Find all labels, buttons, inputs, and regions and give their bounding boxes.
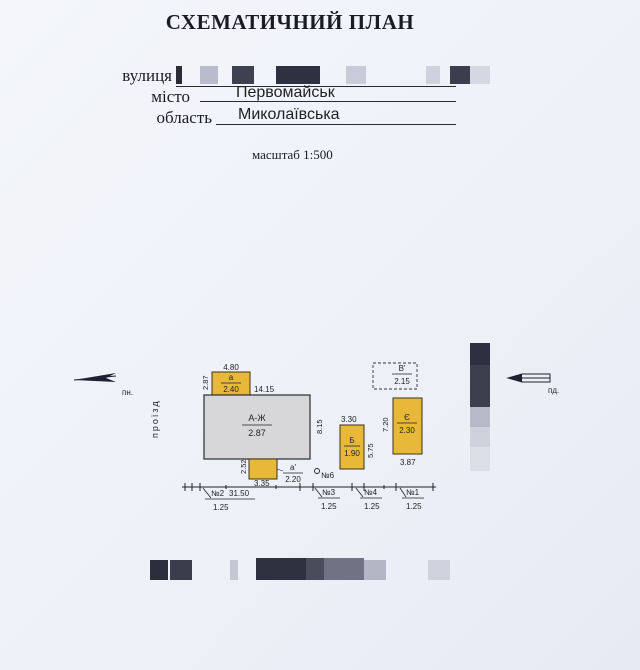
city-label: місто [151,87,190,106]
building-annex-code: а' [290,463,296,472]
svg-text:№6: №6 [321,471,335,480]
svg-text:А-Ж: А-Ж [248,413,266,423]
document-title: СХЕМАТИЧНИЙ ПЛАН [165,10,415,34]
svg-text:№3: №3 [322,488,336,497]
building-annex: 2.52 3.35 а' 2.20 [239,458,303,488]
svg-text:Є: Є [404,413,410,422]
svg-text:№2: №2 [211,489,225,498]
fence-1: №1 1.25 [399,487,424,511]
building-annex-width-dim: 3.35 [254,479,270,488]
svg-text:1.90: 1.90 [344,449,360,458]
building-main: А-Ж 2.87 14.15 8.15 [203,385,324,460]
svg-text:№1: №1 [406,488,420,497]
fence-1-height: 1.25 [406,502,422,511]
building-b-length-dim: 5.75 [366,443,375,458]
building-b-width-dim: 3.30 [341,415,357,424]
building-a-width-dim: 4.80 [223,363,239,372]
fence-4: №4 1.25 [355,487,382,511]
building-main-length-dim: 14.15 [254,385,275,394]
site-plan-drawing: пн. пд. проїзд а 2.40 4.80 2.87 А-Ж 2.87… [73,362,559,512]
fence-2: №2 31.50 1.25 [202,487,255,512]
svg-text:2.40: 2.40 [223,385,239,394]
building-annex-depth-dim: 2.52 [239,459,248,474]
svg-text:№4: №4 [364,488,378,497]
fence-3-height: 1.25 [321,502,337,511]
passage-label: проїзд [150,399,160,438]
svg-text:2.15: 2.15 [394,377,410,386]
building-a-depth-dim: 2.87 [201,375,210,390]
svg-text:Б: Б [349,436,354,445]
building-b: Б 1.90 3.30 5.75 [339,415,375,470]
north-arrow-icon [73,373,117,382]
region-underline [216,124,456,125]
south-arrow-icon [506,373,551,383]
north-direction-label: пн. [122,388,133,397]
svg-text:2.30: 2.30 [399,426,415,435]
building-v-planned: В' 2.15 [372,362,418,390]
svg-text:2.87: 2.87 [248,428,266,438]
region-value: Миколаївська [238,106,340,123]
building-ye: Є 2.30 3.87 7.20 [381,397,423,467]
street-underline [176,86,456,87]
fence-2-height: 1.25 [213,503,229,512]
fence-line [182,468,436,491]
city-underline [200,101,456,102]
street-label: вулиця [122,66,172,85]
building-ye-length-dim: 7.20 [381,417,390,432]
fence-6: №6 [321,471,335,480]
building-ye-width-dim: 3.87 [400,458,416,467]
building-annex-height: 2.20 [285,475,301,484]
svg-text:В': В' [399,364,406,373]
building-main-width-dim: 8.15 [315,419,324,434]
fence-3: №3 1.25 [314,487,340,511]
scale-note: масштаб 1:500 [252,147,333,162]
svg-text:а: а [229,373,234,382]
fence-2-length: 31.50 [229,489,250,498]
building-a: а 2.40 4.80 2.87 [201,363,251,397]
south-direction-label: пд. [548,386,559,395]
region-label: область [156,108,212,127]
city-value: Первомайськ [236,84,335,101]
fence-4-height: 1.25 [364,502,380,511]
